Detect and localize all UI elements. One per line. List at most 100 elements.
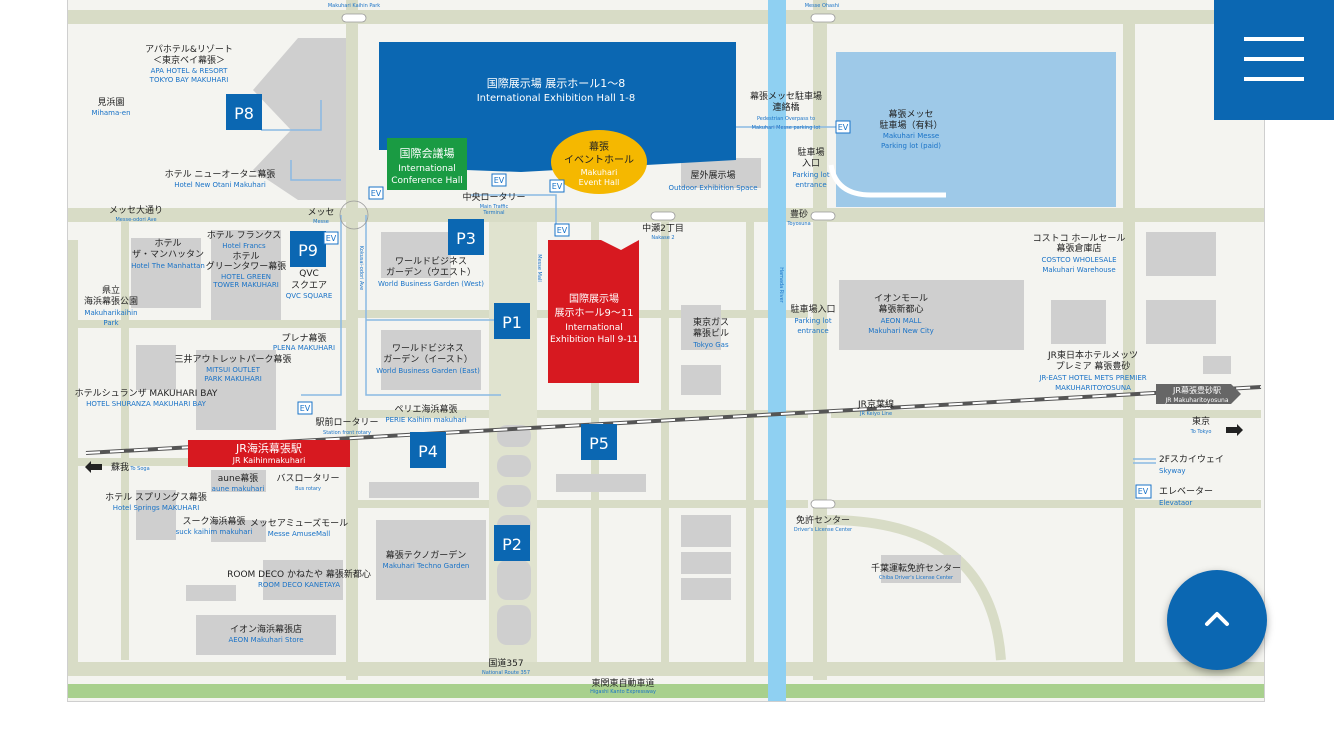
svg-text:イオン海浜幕張店: イオン海浜幕張店: [230, 623, 302, 635]
svg-text:Hotel New Otani Makuhari: Hotel New Otani Makuhari: [174, 181, 266, 189]
svg-text:International Exhibition Hall: International Exhibition Hall 1-8: [477, 93, 636, 104]
svg-text:東関東自動車道: 東関東自動車道: [591, 677, 654, 689]
svg-text:幕張ビル: 幕張ビル: [693, 327, 729, 339]
svg-text:Main Traffic: Main Traffic: [480, 204, 509, 210]
svg-text:ホテル スプリングス幕張: ホテル スプリングス幕張: [105, 491, 207, 503]
arrow-right-icon: [1226, 424, 1243, 436]
svg-text:Nakase 2: Nakase 2: [651, 235, 674, 241]
svg-text:東京ガス: 東京ガス: [693, 316, 729, 328]
svg-text:Hotel Springs MAKUHARI: Hotel Springs MAKUHARI: [113, 504, 200, 512]
svg-text:JR幕張豊砂駅: JR幕張豊砂駅: [1172, 385, 1221, 395]
svg-text:イベントホール: イベントホール: [564, 154, 634, 166]
svg-text:千葉運転免許センター: 千葉運転免許センター: [871, 562, 961, 574]
parking-p1[interactable]: P1: [494, 303, 530, 339]
parking-p4[interactable]: P4: [410, 432, 446, 468]
svg-text:TOWER MAKUHARI: TOWER MAKUHARI: [212, 281, 279, 289]
svg-text:EV: EV: [557, 226, 568, 235]
svg-text:Conference Hall: Conference Hall: [391, 176, 463, 186]
svg-text:EV: EV: [300, 404, 311, 413]
svg-text:Messe-odori Ave: Messe-odori Ave: [115, 217, 156, 223]
svg-text:Terminal: Terminal: [482, 210, 504, 216]
svg-text:Toyosuna: Toyosuna: [786, 221, 810, 227]
elevator-icon: EV: [491, 173, 507, 187]
menu-button[interactable]: [1214, 0, 1334, 120]
svg-text:World Business Garden (East): World Business Garden (East): [376, 367, 480, 375]
elevator-icon: EV: [835, 120, 851, 134]
svg-text:P4: P4: [418, 442, 438, 461]
svg-text:ROOM DECO KANETAYA: ROOM DECO KANETAYA: [258, 581, 340, 589]
map-labels: Makuhari Kaihin Park Messe Ohashi アパホテル&…: [75, 3, 1243, 695]
svg-text:To Soga: To Soga: [129, 466, 149, 472]
svg-text:Hamada River: Hamada River: [778, 267, 784, 303]
hall-1-8[interactable]: [379, 42, 736, 172]
svg-text:スーク海浜幕張: スーク海浜幕張: [182, 515, 245, 527]
svg-text:Messe: Messe: [313, 219, 329, 225]
svg-text:Elevataor: Elevataor: [1159, 499, 1192, 507]
arrow-left-icon: [85, 461, 102, 473]
svg-text:Messe Ohashi: Messe Ohashi: [805, 3, 840, 9]
messe-parking-lot[interactable]: [836, 52, 1116, 207]
svg-text:HOTEL SHURANZA MAKUHARI BAY: HOTEL SHURANZA MAKUHARI BAY: [86, 400, 206, 408]
elevator-icon: EV: [297, 401, 313, 415]
svg-text:MITSUI OUTLET: MITSUI OUTLET: [206, 366, 260, 374]
svg-text:EV: EV: [1138, 487, 1149, 496]
svg-text:国際展示場 展示ホール1〜8: 国際展示場 展示ホール1〜8: [487, 77, 626, 90]
svg-text:スクエア: スクエア: [291, 280, 327, 291]
svg-text:幕張メッセ: 幕張メッセ: [888, 108, 933, 120]
svg-text:ガーデン（ウエスト）: ガーデン（ウエスト）: [386, 266, 476, 278]
svg-text:Makuharikaihin: Makuharikaihin: [84, 309, 137, 317]
svg-text:P5: P5: [589, 434, 609, 453]
svg-text:三井アウトレットパーク幕張: 三井アウトレットパーク幕張: [174, 353, 291, 365]
svg-text:幕張倉庫店: 幕張倉庫店: [1056, 242, 1101, 254]
svg-text:国際会議場: 国際会議場: [400, 146, 455, 160]
svg-text:連絡橋: 連絡橋: [772, 101, 799, 113]
toyosuna-station[interactable]: [1156, 384, 1241, 404]
svg-text:中瀬2丁目: 中瀬2丁目: [642, 222, 684, 234]
svg-text:幕張新都心: 幕張新都心: [878, 303, 923, 315]
svg-text:Higashi Kanto Expressway: Higashi Kanto Expressway: [590, 689, 656, 695]
svg-text:東京: 東京: [1192, 415, 1210, 427]
svg-text:ホテル フランクス: ホテル フランクス: [207, 230, 282, 241]
svg-text:中央ロータリー: 中央ロータリー: [462, 191, 525, 203]
svg-text:EV: EV: [838, 123, 849, 132]
svg-text:P8: P8: [234, 104, 254, 123]
elevator-icon: EV: [549, 179, 565, 193]
svg-text:JR海浜幕張駅: JR海浜幕張駅: [235, 441, 302, 455]
svg-text:Park: Park: [103, 319, 119, 327]
svg-text:JR Kaihinmakuhari: JR Kaihinmakuhari: [232, 456, 306, 465]
svg-text:2Fスカイウェイ: 2Fスカイウェイ: [1159, 454, 1224, 465]
parking-p8[interactable]: P8: [226, 94, 262, 130]
svg-text:国際展示場: 国際展示場: [569, 292, 619, 305]
parking-p2[interactable]: P2: [494, 525, 530, 561]
kaihinmakuhari-station[interactable]: [188, 440, 350, 467]
svg-text:P9: P9: [298, 241, 318, 260]
svg-text:suck kaihim makuhari: suck kaihim makuhari: [176, 528, 253, 536]
svg-text:EV: EV: [552, 182, 563, 191]
svg-text:Makuhari Warehouse: Makuhari Warehouse: [1042, 266, 1115, 274]
parking-p5[interactable]: P5: [581, 424, 617, 460]
svg-text:ROOM DECO かねたや 幕張新都心: ROOM DECO かねたや 幕張新都心: [227, 568, 371, 580]
svg-text:海浜幕張公園: 海浜幕張公園: [84, 295, 138, 307]
parking-p9[interactable]: P9: [290, 231, 326, 267]
conference-hall[interactable]: [387, 138, 467, 190]
svg-text:イオンモール: イオンモール: [874, 293, 928, 304]
chevron-up-icon: [1205, 612, 1229, 626]
hamada-river: [768, 0, 786, 701]
svg-text:PERIE Kaihim makuhari: PERIE Kaihim makuhari: [385, 416, 466, 424]
parking-p3[interactable]: P3: [448, 219, 484, 255]
svg-text:幕張メッセ駐車場: 幕張メッセ駐車場: [750, 90, 822, 102]
svg-text:To Tokyo: To Tokyo: [1190, 429, 1212, 435]
svg-text:ワールドビジネス: ワールドビジネス: [395, 256, 467, 267]
crossings: [339, 13, 836, 509]
scroll-to-top-button[interactable]: [1167, 570, 1267, 670]
svg-text:International: International: [565, 323, 622, 333]
svg-text:ワールドビジネス: ワールドビジネス: [392, 343, 464, 354]
svg-text:Station front rotary: Station front rotary: [323, 430, 371, 436]
svg-text:Bus rotary: Bus rotary: [295, 486, 321, 492]
svg-text:JR東日本ホテルメッツ: JR東日本ホテルメッツ: [1047, 349, 1138, 361]
svg-text:entrance: entrance: [797, 327, 828, 335]
svg-text:COSTCO WHOLESALE: COSTCO WHOLESALE: [1041, 256, 1116, 264]
svg-text:MAKUHARITOYOSUNA: MAKUHARITOYOSUNA: [1055, 384, 1131, 392]
event-hall[interactable]: [551, 130, 647, 194]
hall-9-11[interactable]: [548, 240, 639, 383]
